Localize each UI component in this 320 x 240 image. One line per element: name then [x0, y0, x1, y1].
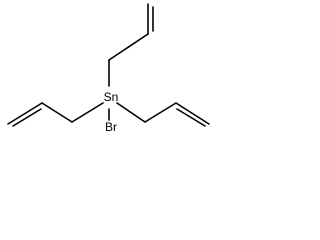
bond-sn-right-ch2	[116, 102, 146, 123]
bond-left-ch-ch2-double-b	[12, 108, 42, 127]
bond-left-ch-ch2-double-a	[7, 102, 43, 125]
structure-diagram: Sn Br	[7, 3, 210, 134]
atom-bromine-label: Br	[105, 120, 117, 134]
bond-right-ch-ch2-double-a	[175, 102, 210, 125]
bond-left-ch2-ch	[41, 102, 73, 123]
bond-right-ch-ch2-double-b	[176, 108, 206, 127]
bond-sn-left-ch2	[71, 102, 104, 123]
bond-upper-ch2-ch	[108, 33, 149, 61]
bond-right-ch2-ch	[144, 102, 177, 123]
atom-tin-label: Sn	[104, 90, 119, 104]
molecule-canvas: Sn Br	[0, 0, 215, 151]
